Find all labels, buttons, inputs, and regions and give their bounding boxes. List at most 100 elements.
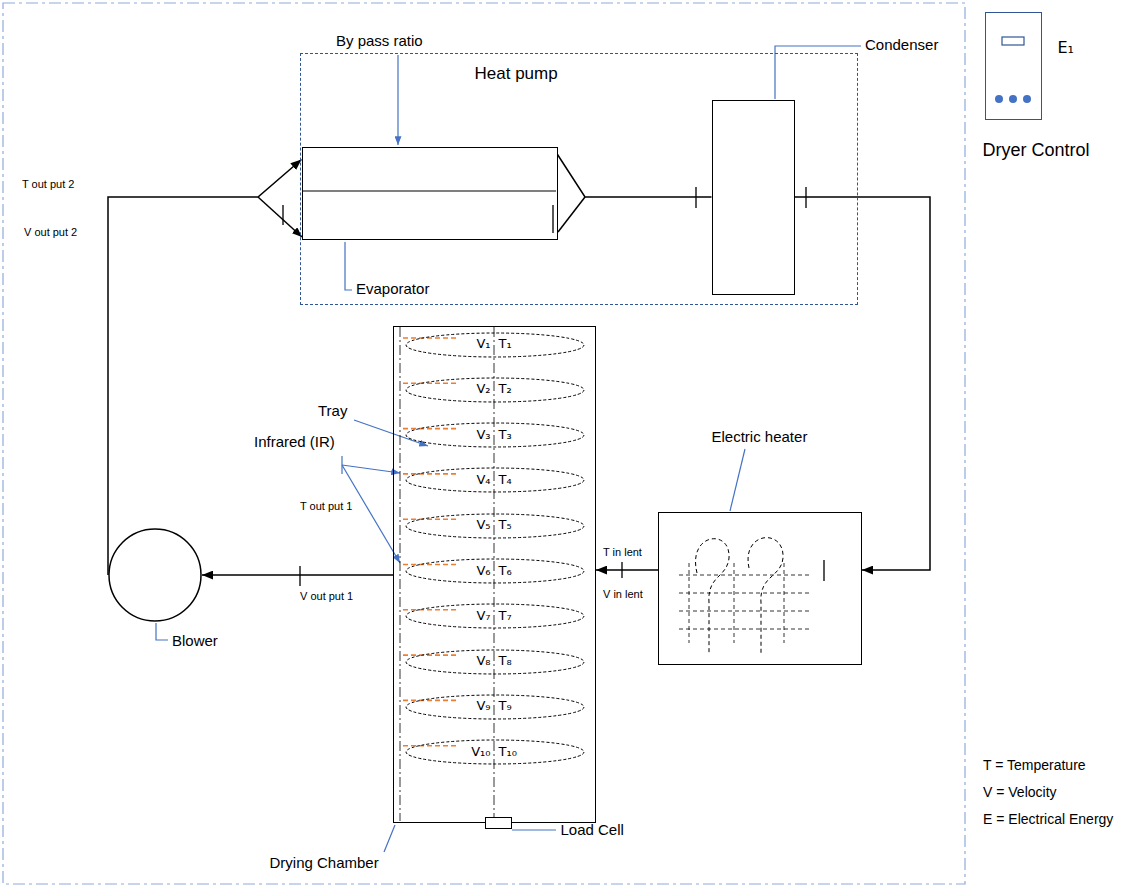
tray: V₂ T₂ [405,377,585,403]
tray-outline [406,468,584,492]
airflow-connector [558,155,712,198]
tray-outline [406,604,584,628]
drying-chamber: V₁T₁V₂T₂V₃T₃V₄T₄V₅T₅V₆T₆V₇T₇V₈T₈V₉T₉V₁₀T… [393,326,596,823]
infrared-lamp [403,518,458,520]
node-caption: T₁ [499,336,512,352]
callout-label: Infrared (IR) [254,433,335,451]
coil-wire [679,593,809,594]
node-label: Condenser [865,36,938,54]
sensor-label: T in lent [603,546,642,559]
node-label: Load Cell [561,821,624,839]
tray-shape [405,694,585,720]
node-caption: Dryer Control [983,140,1090,162]
node-label: V₉ [476,698,490,714]
node-label: V₃ [476,427,490,443]
leader-line [397,55,398,145]
node-caption: T₈ [499,653,512,669]
evaporator-divider [303,190,556,191]
evaporator-box: Evaporator [302,147,558,240]
node-label: Drying Chamber [270,854,379,872]
callout-label: Tray [318,402,347,420]
sensor-label: T out put 1 [300,500,352,513]
tray: V₁₀T₁₀ [405,739,585,765]
coil-wire [784,563,785,643]
tray: V₇T₇ [405,603,585,629]
dryer-control-box: E₁Dryer Control [985,12,1042,120]
sensor-tick [283,187,824,586]
node-label: V₄ [476,472,490,488]
node-label: V₇ [476,608,490,624]
node-caption: T₂ [499,381,512,397]
node-label: V₂ [476,381,490,397]
coil-wire [734,563,735,643]
node-label: Blower [172,632,218,650]
leader-lines [156,46,861,852]
sensor-label: V out put 1 [300,590,353,603]
tray-outline [406,333,584,357]
blower-outline [109,529,201,621]
tray: V₆T₆ [405,558,585,584]
node-label: E₁ [1058,38,1075,57]
notation-note: T = Temperature [983,757,1086,774]
control-button [1023,95,1031,103]
leader-line [345,242,352,290]
center-line [400,327,401,821]
notation-note: E = Electrical Energy [983,811,1113,828]
infrared-lamp [403,700,458,702]
tray: V₅T₅ [405,513,585,539]
infrared-lamp [403,564,458,566]
infrared-lamp [403,609,458,611]
node-caption: T₆ [499,563,512,579]
infrared-lamp [403,337,458,339]
airflow-connector [202,574,393,576]
leader-line [156,623,168,640]
leader-line [342,465,400,563]
tray: V₄ T₄ [405,467,585,493]
tray-outline [406,559,584,583]
callout-label: By pass ratio [336,32,423,50]
infrared-lamp [403,473,458,475]
tray-shape [405,332,585,358]
electric-heater-shape [659,513,860,663]
leader-line [354,420,428,446]
coil-loop [748,538,783,653]
node-caption: T₅ [499,517,512,533]
tray-shape [405,377,585,403]
electric-heater: Electric heater [658,512,862,665]
evaporator-box-shape [303,148,556,238]
airflow-connector [108,160,302,576]
node-label: Heat pump [475,64,558,84]
heat-pump-group: EvaporatorCondenserHeat pump [300,53,858,305]
tray: V₁T₁ [405,332,585,358]
control-button [1009,95,1017,103]
node-caption: T₄ [499,472,512,488]
center-line [494,327,495,821]
blower-circle: Blower [108,528,202,622]
node-caption: T₃ [499,427,512,443]
display-slot [1002,37,1024,45]
drying-chamber-shape [394,327,594,821]
load-cell: Load Cell [485,817,512,829]
leader-line [384,825,395,852]
system-boundary [3,3,965,884]
coil-loop [696,539,730,653]
infrared-lamp [403,428,458,430]
sensor-label: V in lent [603,588,643,601]
node-label: Evaporator [356,280,429,298]
coil-wire [679,575,809,576]
heater-coil [679,538,809,653]
sensor-label: V out put 2 [24,226,77,239]
node-label: Electric heater [712,428,808,446]
tray-outline [406,740,584,764]
tray-outline [406,695,584,719]
coil-wire [679,629,809,630]
tray-shape [405,467,585,493]
infrared-lamp [403,382,458,384]
tray-shape [405,513,585,539]
tray-shape [405,558,585,584]
airflow-branch [558,197,585,232]
coil-wire [689,563,690,643]
